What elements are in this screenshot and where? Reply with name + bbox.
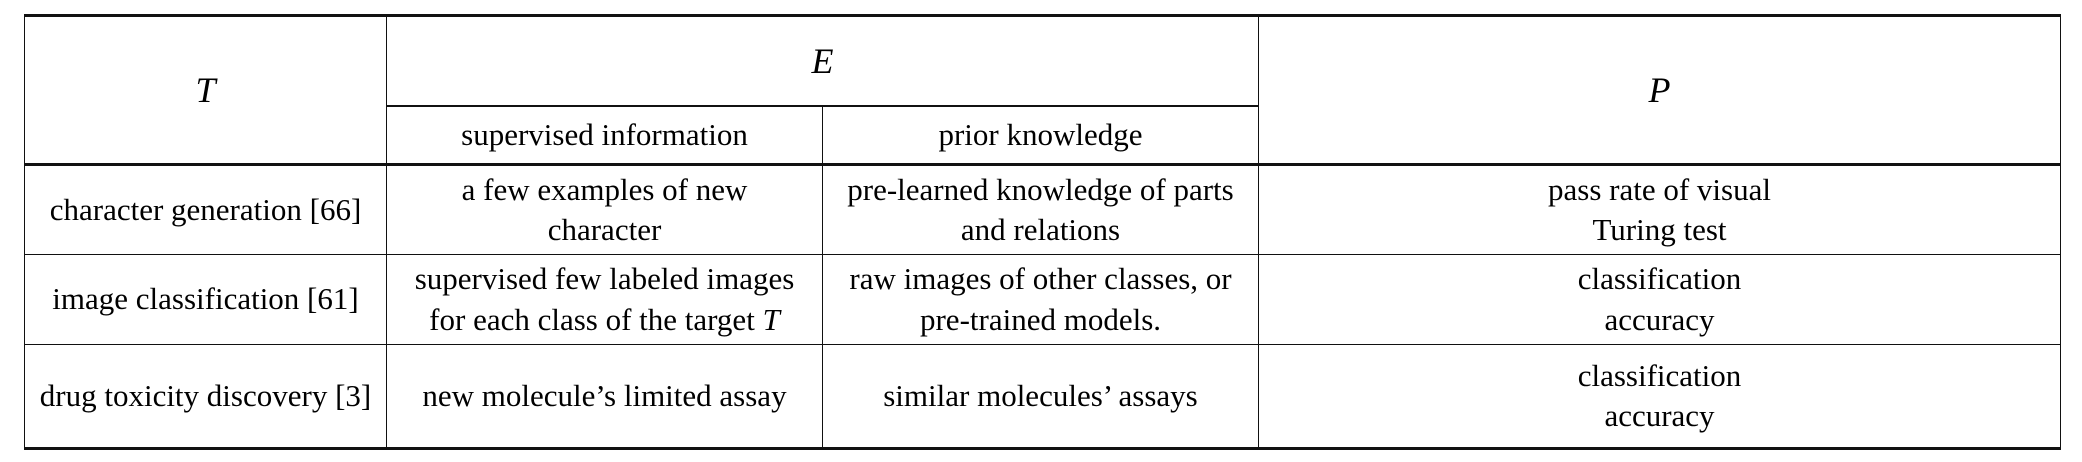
cell-line: supervised few labeled images xyxy=(414,261,795,297)
cell-prior-knowledge: similar molecules’ assays xyxy=(822,344,1259,450)
cell-task: drug toxicity discovery [3] xyxy=(24,344,387,450)
cell-line: accuracy xyxy=(1604,398,1715,433)
cell-performance: classification accuracy xyxy=(1258,254,2061,345)
cell-task: image classification [61] xyxy=(24,254,387,345)
table-row: image classification [61] supervised few… xyxy=(24,254,2061,345)
cell-performance: pass rate of visual Turing test xyxy=(1258,164,2061,255)
header-row-main: T E P xyxy=(24,14,2061,166)
table-container: T E P supervised information prior knowl… xyxy=(24,14,2061,450)
task-experience-performance-table: T E P supervised information prior knowl… xyxy=(24,14,2061,450)
table-row: character generation [66] a few examples… xyxy=(24,164,2061,255)
header-row-sub: supervised information prior knowledge xyxy=(25,106,2061,166)
header-cell-task: T xyxy=(24,14,387,166)
cell-prior-knowledge: pre-learned knowledge of parts and relat… xyxy=(822,164,1259,255)
cell-line: accuracy xyxy=(1604,301,1715,337)
cell-line: and relations xyxy=(960,212,1121,247)
cell-line-text: for each class of the target xyxy=(429,301,763,337)
header-cell-supervised-information: supervised information xyxy=(386,106,823,166)
cell-prior-knowledge: raw images of other classes, or pre-trai… xyxy=(822,254,1259,345)
header-cell-prior-knowledge: prior knowledge xyxy=(822,106,1259,166)
math-variable-T: T xyxy=(762,301,780,337)
cell-supervised-information: new molecule’s limited assay xyxy=(386,344,823,450)
cell-line: pre-trained models. xyxy=(919,301,1162,337)
cell-line: character xyxy=(547,212,662,247)
cell-line: pass rate of visual xyxy=(1548,171,1771,207)
table-row: drug toxicity discovery [3] new molecule… xyxy=(24,344,2061,450)
cell-supervised-information: a few examples of new character xyxy=(386,164,823,255)
header-cell-experience: E xyxy=(386,14,1259,107)
cell-line: for each class of the target T xyxy=(397,300,812,340)
cell-line: classification xyxy=(1577,261,1742,297)
cell-line: new molecule’s limited assay xyxy=(422,377,787,413)
cell-line: similar molecules’ assays xyxy=(883,377,1198,413)
header-cell-performance: P xyxy=(1258,14,2061,166)
cell-performance: classification accuracy xyxy=(1258,344,2061,450)
cell-supervised-information: supervised few labeled images for each c… xyxy=(386,254,823,345)
cell-line: Turing test xyxy=(1592,212,1727,247)
cell-task: character generation [66] xyxy=(24,164,387,255)
cell-line: pre-learned knowledge of parts xyxy=(847,171,1234,207)
cell-line: raw images of other classes, or xyxy=(849,261,1232,297)
cell-line: classification xyxy=(1577,357,1742,393)
cell-line: a few examples of new xyxy=(461,171,748,207)
